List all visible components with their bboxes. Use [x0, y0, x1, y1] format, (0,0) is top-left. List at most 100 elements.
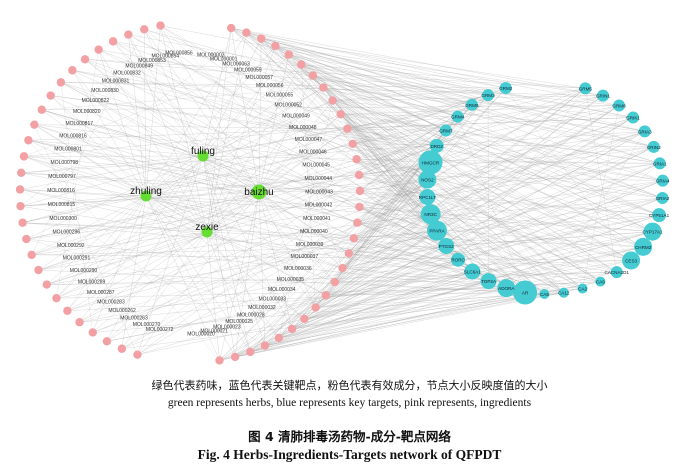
- target-label: CA5: [540, 292, 549, 297]
- ingredient-target-edge: [128, 34, 428, 198]
- ingredient-target-edge: [291, 259, 459, 330]
- target-chord-edge: [457, 116, 526, 293]
- herb-ingredient-edge: [145, 195, 360, 208]
- herb-ingredient-edge: [145, 195, 343, 269]
- ingredient-node: [17, 168, 26, 178]
- herb-ingredient-edge: [206, 143, 353, 233]
- ingredient-label: MOL000033: [259, 297, 287, 303]
- ingredient-label: MOL000055: [266, 92, 294, 98]
- herb-ingredient-edge: [20, 189, 147, 197]
- ingredient-target-edge: [137, 95, 489, 355]
- ingredient-node: [353, 218, 362, 227]
- target-chord-edge: [582, 105, 620, 289]
- ingredient-target-edge: [342, 260, 632, 269]
- ingredient-target-edge: [334, 280, 489, 283]
- herb-ingredient-edge: [202, 155, 357, 160]
- ingredient-node: [352, 155, 361, 164]
- ingredient-target-edge: [347, 117, 634, 129]
- ingredient-target-edge: [250, 88, 586, 353]
- ingredient-target-edge: [304, 163, 660, 319]
- herb-ingredient-edge: [202, 155, 354, 239]
- herb-ingredient-edge: [79, 191, 260, 323]
- ingredient-target-edge: [23, 116, 458, 157]
- ingredient-target-edge: [332, 100, 645, 132]
- ingredient-chord-edge: [28, 140, 220, 361]
- herb-ingredient-edge: [144, 29, 204, 157]
- target-label: GRIA3: [638, 129, 652, 134]
- herb-ingredient-edge: [234, 191, 260, 357]
- ingredient-label: MOL000040: [300, 229, 328, 235]
- herb-ingredient-edge: [145, 45, 276, 197]
- target-label: NOS2: [421, 178, 434, 183]
- target-node: [656, 192, 669, 205]
- ingredient-target-edge: [219, 117, 634, 361]
- target-node: [558, 287, 569, 298]
- ingredient-label: MOL000820: [73, 109, 101, 115]
- herb-ingredient-edge: [258, 54, 289, 193]
- ingredient-target-edge: [144, 29, 458, 117]
- target-node: [577, 283, 588, 294]
- ingredient-target-edge: [92, 196, 428, 333]
- target-node: [634, 237, 653, 256]
- ingredient-label: MOL000056: [256, 83, 284, 89]
- herb-ingredient-edge: [258, 191, 266, 346]
- ingredient-target-edge: [28, 140, 601, 282]
- ingredient-target-edge: [323, 87, 472, 105]
- ingredient-node: [328, 96, 337, 105]
- ingredient-node: [274, 333, 284, 343]
- ingredient-label: MOL000052: [274, 102, 302, 108]
- ingredient-label: MOL000047: [295, 137, 323, 143]
- ingredient-node: [94, 45, 103, 54]
- ingredient-target-edge: [357, 197, 663, 223]
- herb-label: baizhu: [244, 187, 273, 198]
- ingredient-label: MOL000300: [49, 216, 77, 222]
- ingredient-target-edge: [325, 95, 489, 296]
- target-node: [643, 222, 662, 241]
- target-label: CACNA2D1: [604, 270, 629, 275]
- herb-ingredient-edge: [258, 191, 349, 254]
- target-chord-edge: [427, 131, 645, 198]
- ingredient-node: [215, 356, 224, 365]
- ingredient-target-edge: [357, 222, 583, 289]
- ingredient-target-edge: [31, 254, 632, 261]
- herb-ingredient-edge: [144, 29, 260, 193]
- ingredient-chord-edge: [26, 238, 305, 319]
- target-label: GRIK1: [626, 115, 640, 120]
- ingredient-target-edge: [234, 230, 438, 358]
- ingredient-target-edge: [56, 287, 507, 299]
- ingredient-target-edge: [304, 272, 617, 319]
- target-node: [539, 288, 550, 299]
- ingredient-label: MOL000041: [303, 216, 331, 222]
- target-label: GRM8: [612, 103, 626, 108]
- ingredient-label: MOL000290: [70, 268, 98, 274]
- ingredient-node: [330, 277, 340, 287]
- ingredient-target-edge: [50, 95, 526, 293]
- ingredient-target-edge: [98, 49, 654, 147]
- ingredient-node: [34, 265, 43, 275]
- ingredient-label: MOL000023: [213, 325, 241, 331]
- target-chord-edge: [457, 88, 586, 260]
- herb-ingredient-edge: [206, 45, 276, 233]
- herb-ingredient-edge: [258, 191, 293, 329]
- ingredient-node: [88, 328, 97, 337]
- ingredient-target-edge: [315, 287, 507, 308]
- ingredient-label: MOL000042: [305, 203, 333, 209]
- ingredient-node: [230, 352, 240, 362]
- herb-ingredient-edge: [145, 25, 161, 197]
- ingredient-node: [102, 337, 112, 346]
- target-label: GRIA2: [656, 196, 670, 201]
- target-label: GRIA1: [653, 161, 667, 166]
- ingredient-target-edge: [304, 230, 438, 319]
- ingredient-chord-edge: [41, 87, 324, 110]
- ingredient-node: [226, 23, 236, 33]
- ingredient-target-edge: [261, 38, 645, 132]
- herb-ingredient-edge: [112, 41, 260, 193]
- target-node: [438, 237, 455, 254]
- ingredient-label: MOL000059: [234, 68, 262, 74]
- herb-ingredient-edge: [202, 75, 313, 157]
- herb-ingredient-edge: [206, 231, 343, 269]
- ingredient-node: [256, 34, 266, 43]
- ingredient-target-edge: [359, 117, 634, 208]
- herb-ingredient-edge: [72, 70, 208, 233]
- herb-ingredient-edge: [98, 49, 208, 233]
